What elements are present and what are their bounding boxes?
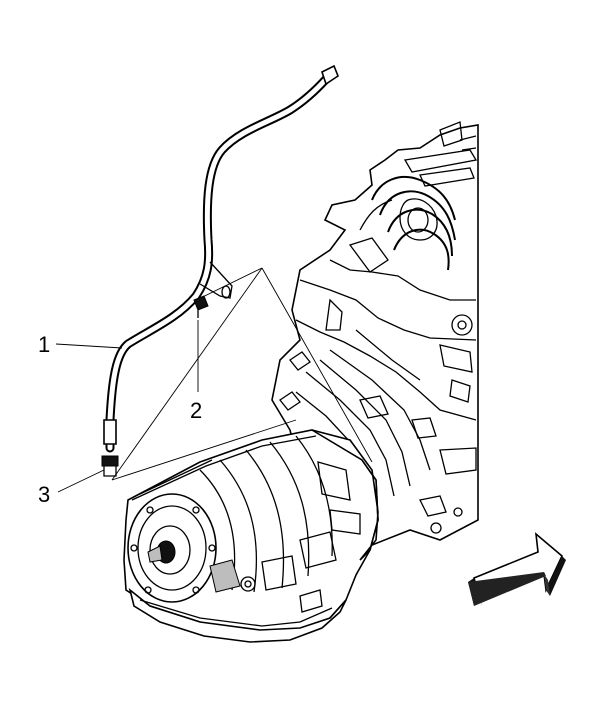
- front-direction-arrow-icon: [468, 532, 566, 606]
- callout-1: 1: [38, 332, 50, 357]
- callout-3: 3: [38, 482, 50, 507]
- fill-tube-bolt: [193, 295, 209, 318]
- callout-leaders: [55, 320, 199, 493]
- fill-tube: [101, 64, 339, 477]
- transmission-illustration: [123, 429, 379, 643]
- callout-2: 2: [190, 398, 202, 423]
